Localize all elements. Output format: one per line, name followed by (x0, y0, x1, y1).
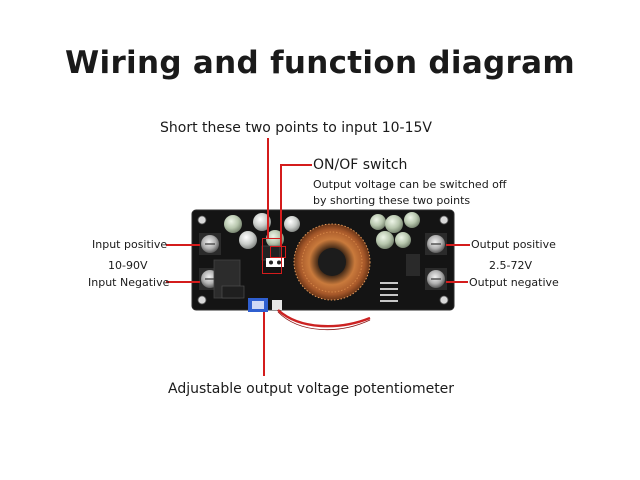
onoff-desc-line2: by shorting these two points (313, 194, 471, 207)
leader-onoff-horizontal (280, 164, 312, 166)
short-points-label: Short these two points to input 10-15V (160, 120, 432, 136)
mounting-holes (197, 215, 449, 305)
input-negative-label: Input Negative (88, 276, 170, 289)
output-capacitors (370, 212, 420, 249)
leader-input-positive (166, 244, 200, 246)
output-terminals (425, 233, 447, 290)
chips (213, 245, 420, 299)
leader-onoff-vertical (280, 164, 282, 246)
leader-output-negative (446, 281, 468, 283)
input-capacitors (224, 213, 300, 249)
potentiometer-label: Adjustable output voltage potentiometer (168, 381, 455, 397)
input-range-label: 10-90V (108, 259, 148, 272)
leader-potentiometer (263, 312, 265, 376)
output-negative-label: Output negative (469, 276, 559, 289)
onoff-highlight (270, 246, 286, 258)
output-coils (380, 282, 398, 302)
onoff-jumper (266, 258, 284, 267)
short-points-highlight (262, 238, 282, 274)
toroid-inductor (293, 223, 371, 301)
pot-wire (277, 309, 371, 328)
leader-short-points (267, 138, 269, 238)
leader-input-negative (166, 281, 200, 283)
output-range-label: 2.5-72V (489, 259, 532, 272)
output-positive-label: Output positive (471, 238, 556, 251)
onoff-desc-line1: Output voltage can be switched off (313, 178, 507, 191)
onoff-title: ON/OF switch (313, 157, 408, 173)
input-positive-label: Input positive (92, 238, 168, 251)
diagram-title: Wiring and function diagram (65, 45, 575, 81)
leader-output-positive (446, 244, 470, 246)
potentiometer-part (248, 298, 282, 312)
